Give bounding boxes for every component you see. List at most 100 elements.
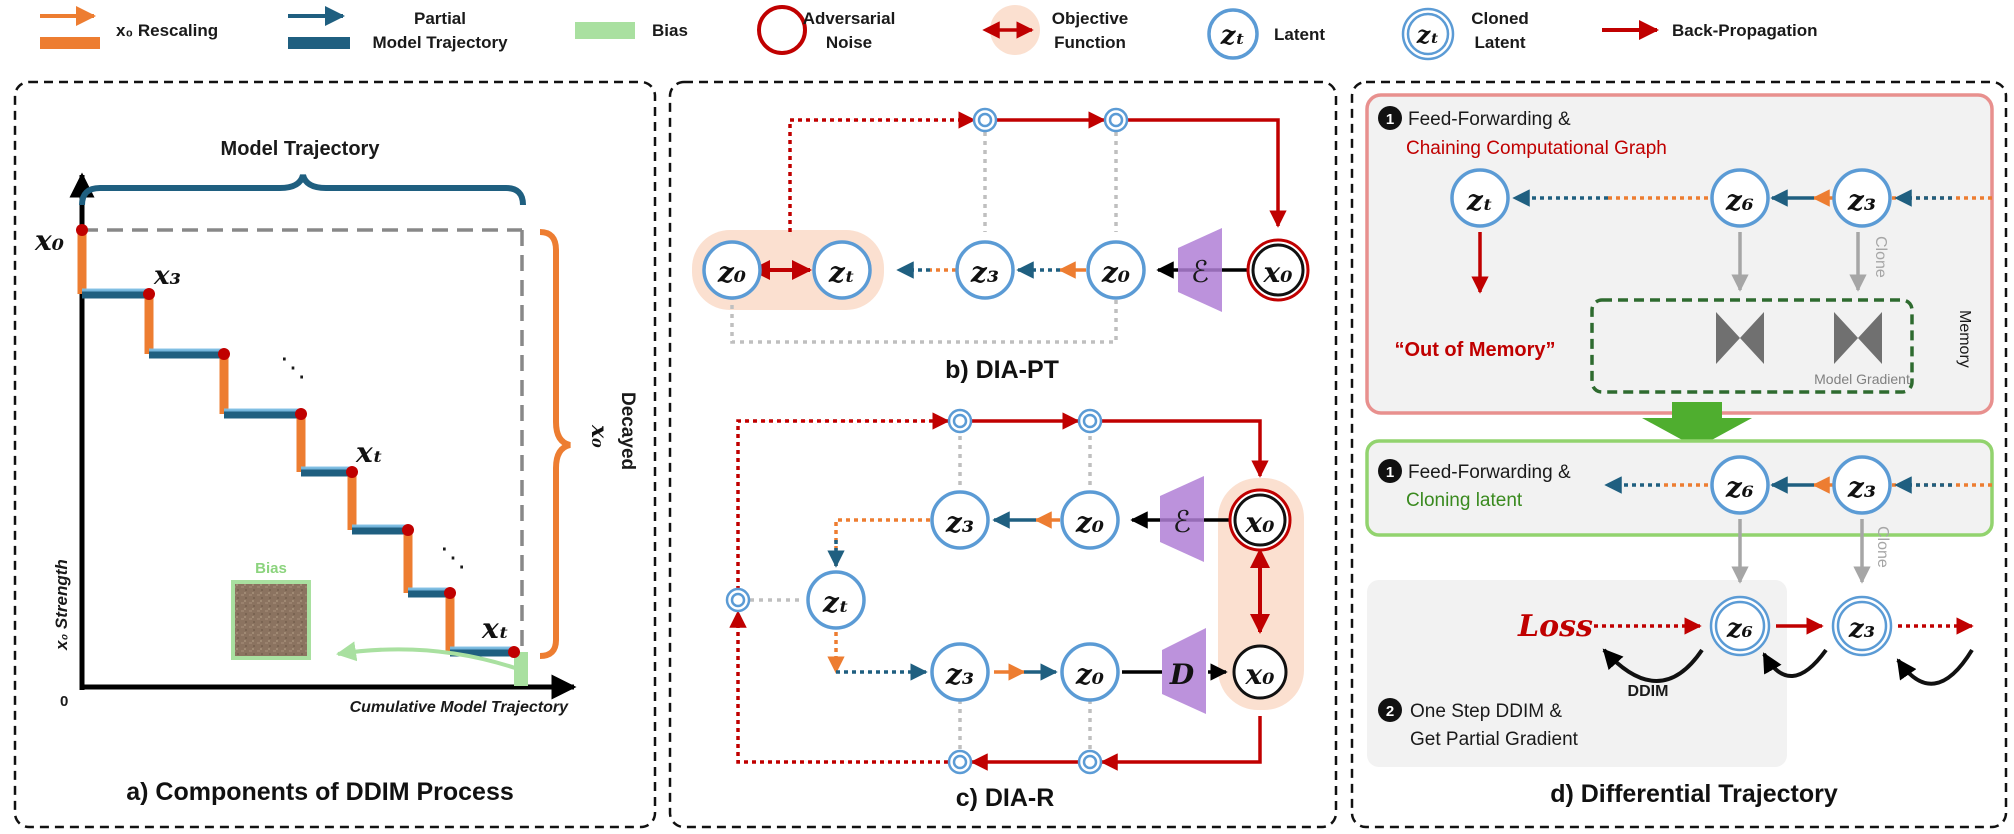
- legend-bias: Bias: [652, 21, 688, 40]
- svg-text:z₃: z₃: [1847, 471, 1876, 504]
- latent-node-z0b: [1086, 240, 1146, 300]
- legend-obj-l2: Function: [1054, 33, 1126, 52]
- label-xt: xₜ: [355, 436, 383, 469]
- latent-icon: [1207, 8, 1259, 60]
- svg-text:zₜ: zₜ: [822, 586, 849, 619]
- step1b-badge: [1378, 459, 1402, 483]
- encoder-icon: [1178, 228, 1222, 312]
- legend-adv-l2: Noise: [826, 33, 872, 52]
- origin-label: 0: [60, 693, 68, 710]
- latent-node-z3: [1832, 455, 1892, 515]
- step2-l2: Get Partial Gradient: [1410, 729, 1579, 750]
- svg-text:z₆: z₆: [1725, 471, 1754, 504]
- panel-d: 1 Feed-Forwarding & Chaining Computation…: [1350, 80, 2008, 829]
- legend-adv-l1: Adversarial: [803, 9, 896, 28]
- dia-pt: ℰ z₀ zₜ z₃ z₀ x₀ b) DIA-PT: [692, 107, 1310, 384]
- dots-2: ⋱: [440, 542, 466, 572]
- transition-arrow: [1642, 402, 1752, 448]
- encoder-icon: [1160, 476, 1204, 562]
- latent-node-z3: [1832, 168, 1892, 228]
- latent-node-z6: [1710, 168, 1770, 228]
- latent-node-z0b: [1060, 642, 1120, 702]
- legend-cloned-l1: Cloned: [1471, 9, 1529, 28]
- ddim-arrow: [1602, 648, 1704, 683]
- legend-cloned-l2: Latent: [1475, 33, 1526, 52]
- encoder-label: ℰ: [1191, 256, 1209, 289]
- label-x3: x₃: [153, 261, 181, 291]
- svg-text:z₃: z₃: [945, 658, 974, 691]
- latent-node-z6: [1710, 455, 1770, 515]
- label-x0: x₀: [34, 224, 64, 257]
- model-trajectory-label: Model Trajectory: [221, 138, 381, 160]
- legend-obj-l1: Objective: [1052, 9, 1129, 28]
- ddim-arrow: [1896, 648, 1974, 686]
- model-gradient-label: Model Gradient: [1814, 371, 1910, 387]
- legend: x₀ Rescaling Partial Model Trajectory Bi…: [40, 5, 1817, 61]
- caption-c: c) DIA-R: [956, 784, 1055, 812]
- svg-text:z₀: z₀: [1101, 256, 1130, 289]
- bias-image-label: Bias: [255, 560, 287, 577]
- bias-swatch-icon: [575, 22, 635, 39]
- svg-text:z₀: z₀: [1075, 506, 1104, 539]
- decayed-label: Decayed: [617, 392, 638, 470]
- latent-node-z3b: [930, 642, 990, 702]
- caption-a: a) Components of DDIM Process: [126, 778, 514, 806]
- panel-a: 0 Cumulative Model Trajectory x₀ Strengt…: [13, 80, 657, 829]
- decoder-icon: [1162, 628, 1206, 714]
- decayed-brace: [539, 229, 571, 659]
- legend-cloned-symbol: zₜ: [1416, 20, 1440, 49]
- legend-partial-l2: Model Trajectory: [372, 33, 508, 52]
- adversarial-noise-icon: [757, 5, 807, 55]
- step1b-l2: Cloning latent: [1406, 490, 1523, 511]
- svg-text:z₃: z₃: [945, 506, 974, 539]
- legend-partial-l1: Partial: [414, 9, 466, 28]
- legend-x0-rescaling: x₀ Rescaling: [116, 21, 218, 40]
- ddim-arrow: [1762, 648, 1828, 678]
- loss-label: Loss: [1517, 609, 1593, 644]
- memory-label: Memory: [1956, 310, 1973, 368]
- ddim-label: DDIM: [1628, 683, 1669, 700]
- latent-node-z3: [930, 490, 990, 550]
- model-icon: [1834, 312, 1882, 364]
- clone-nodes-r: [725, 408, 1103, 775]
- svg-text:z₀: z₀: [1075, 658, 1104, 691]
- latent-node-zT: [812, 240, 872, 300]
- blue-bar-icon: [288, 37, 350, 49]
- svg-text:z₃: z₃: [1847, 184, 1876, 217]
- svg-text:x₀: x₀: [1245, 506, 1275, 539]
- panel-bc-frame: [668, 80, 1338, 829]
- latent-node-z0: [702, 240, 762, 300]
- clone-box: [1365, 439, 1994, 537]
- bias-arrow: [336, 641, 516, 670]
- panel-bc: ℰ z₀ zₜ z₃ z₀ x₀ b) DIA-PT: [668, 80, 1338, 829]
- svg-text:1: 1: [1386, 111, 1394, 128]
- caption-b: b) DIA-PT: [945, 356, 1059, 384]
- svg-text:x₀: x₀: [1263, 256, 1293, 289]
- latent-node-zT: [806, 570, 866, 630]
- step1b-l1: Feed-Forwarding &: [1408, 462, 1571, 483]
- svg-text:zₜ: zₜ: [828, 256, 855, 289]
- latent-node-z3: [955, 240, 1015, 300]
- legend-latent-symbol: zₜ: [1220, 21, 1245, 51]
- orange-bar-icon: [40, 37, 100, 49]
- dia-r: ℰ D z₃ z₀ x₀ zₜ z₃ z₀ x₀ c) DIA-R: [725, 408, 1304, 812]
- label-xT: xₜ: [481, 612, 509, 645]
- caption-d: d) Differential Trajectory: [1550, 780, 1838, 808]
- clone-label-bottom: Clone: [1874, 526, 1891, 568]
- svg-text:z₆: z₆: [1726, 614, 1753, 644]
- step1a-l1: Feed-Forwarding &: [1408, 109, 1571, 130]
- step1-badge: [1378, 106, 1402, 130]
- svg-text:2: 2: [1386, 703, 1394, 720]
- memory-box: [1590, 298, 1914, 394]
- clone-label-top: Clone: [1872, 236, 1889, 278]
- svg-text:x₀: x₀: [1245, 658, 1275, 691]
- step2-l1: One Step DDIM &: [1410, 701, 1562, 722]
- decayed-var: x₀: [586, 424, 612, 448]
- legend-latent: Latent: [1274, 25, 1325, 44]
- latent-node-zt: [1450, 168, 1510, 228]
- latent-node-z0: [1060, 490, 1120, 550]
- panel-a-frame: [13, 80, 657, 829]
- svg-text:z₃: z₃: [970, 256, 999, 289]
- svg-text:ℰ: ℰ: [1173, 506, 1191, 539]
